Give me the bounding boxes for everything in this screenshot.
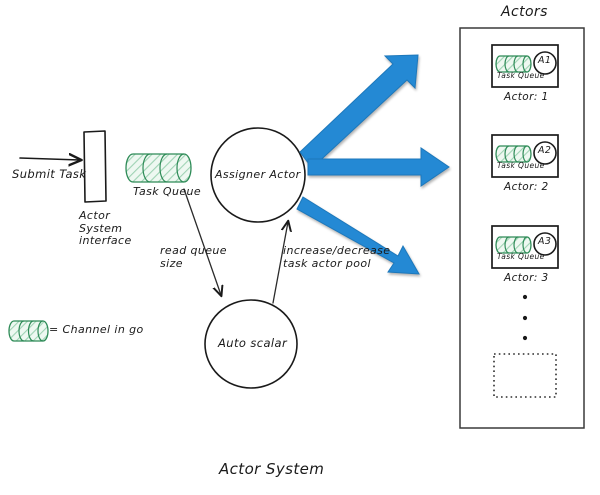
actor-3-queue-cylinder	[495, 236, 532, 254]
assigner-actor-circle	[210, 127, 306, 223]
actor-3-queue-label: Task Queue	[497, 252, 545, 261]
edge-increase-decrease-pool	[272, 222, 288, 304]
actor-2-queue-cylinder	[495, 145, 532, 163]
actor-2-queue-label: Task Queue	[497, 161, 545, 170]
assigner-actor-label: Assigner Actor	[215, 168, 301, 181]
actor-box-2	[491, 134, 559, 178]
actor-2-caption: Actor: 2	[504, 181, 549, 193]
actors-ellipsis	[522, 294, 528, 341]
blue-arrow-to-actor-1	[299, 54, 419, 169]
actor-2-badge-label: A2	[538, 145, 552, 156]
auto-scalar-circle	[204, 299, 298, 389]
actor-1-queue-cylinder	[495, 55, 532, 73]
diagram-title: Actor System	[219, 460, 325, 478]
actor-3-badge-circle	[533, 232, 557, 256]
blue-arrow-to-actor-3	[296, 196, 420, 275]
submit-task-arrow	[19, 158, 80, 160]
legend-label: = Channel in go	[49, 323, 144, 336]
auto-scalar-label: Auto scalar	[218, 336, 288, 350]
legend-channel-cylinder	[8, 320, 49, 342]
actor-3-caption: Actor: 3	[504, 272, 549, 284]
actor-1-badge-label: A1	[538, 55, 552, 66]
task-queue-label: Task Queue	[133, 185, 202, 198]
actor-1-badge-circle	[533, 51, 557, 75]
actor-system-interface-label: Actor System interface	[79, 209, 132, 248]
actor-box-1	[491, 44, 559, 88]
actor-3-badge-label: A3	[538, 236, 552, 247]
actor-system-interface-box	[83, 130, 107, 203]
task-queue-cylinder	[125, 153, 192, 183]
edge-label-read-queue-size: read queue size	[160, 244, 227, 270]
actor-1-queue-label: Task Queue	[497, 71, 545, 80]
actor-placeholder-box	[493, 353, 557, 398]
edge-read-queue-size	[183, 188, 221, 295]
edge-label-scale-actor-pool: increase/decrease task actor pool	[283, 244, 391, 270]
actors-panel-title: Actors	[501, 4, 548, 20]
blue-arrow-to-actor-2	[307, 147, 450, 187]
actor-2-badge-circle	[533, 141, 557, 165]
actor-1-caption: Actor: 1	[504, 91, 549, 103]
submit-task-label: Submit Task	[12, 167, 87, 181]
actor-box-3	[491, 225, 559, 269]
